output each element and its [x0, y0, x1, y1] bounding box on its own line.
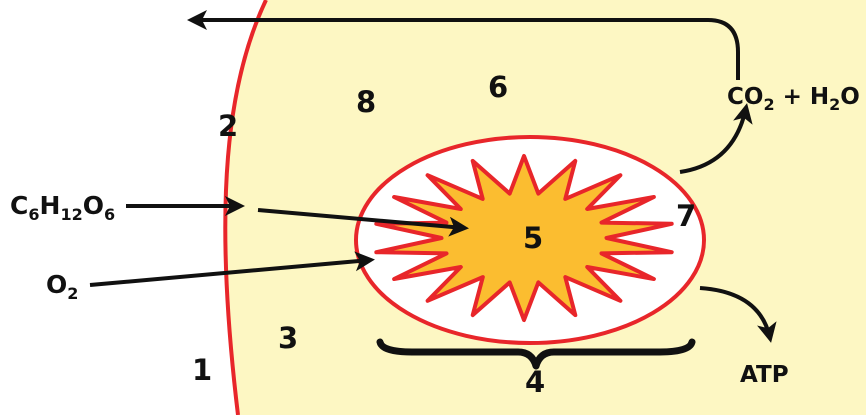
- label-6: 6: [488, 70, 508, 104]
- label-1: 1: [192, 353, 212, 387]
- label-5: 5: [523, 221, 543, 255]
- label-8: 8: [356, 85, 376, 119]
- label-3: 3: [278, 321, 298, 355]
- mitochondrion-matrix-cristae: [374, 154, 674, 322]
- co2-water-formula: CO2 + H2O: [727, 84, 860, 114]
- oxygen-formula: O2: [46, 270, 78, 303]
- glucose-into-mitochondrion-arrow: [257, 208, 469, 237]
- co2-water-arrow: [679, 103, 753, 174]
- label-2: 2: [218, 109, 238, 143]
- export-arrow: [187, 10, 740, 80]
- label-4: 4: [525, 365, 545, 399]
- cell-membrane: [223, 0, 268, 415]
- atp-label: ATP: [740, 362, 789, 388]
- glucose-formula: C6H12O6: [10, 191, 115, 224]
- oxygen-arrow: [89, 251, 375, 287]
- label-7: 7: [676, 199, 696, 233]
- mitochondrion-bracket: [376, 338, 696, 370]
- atp-arrow: [699, 286, 777, 343]
